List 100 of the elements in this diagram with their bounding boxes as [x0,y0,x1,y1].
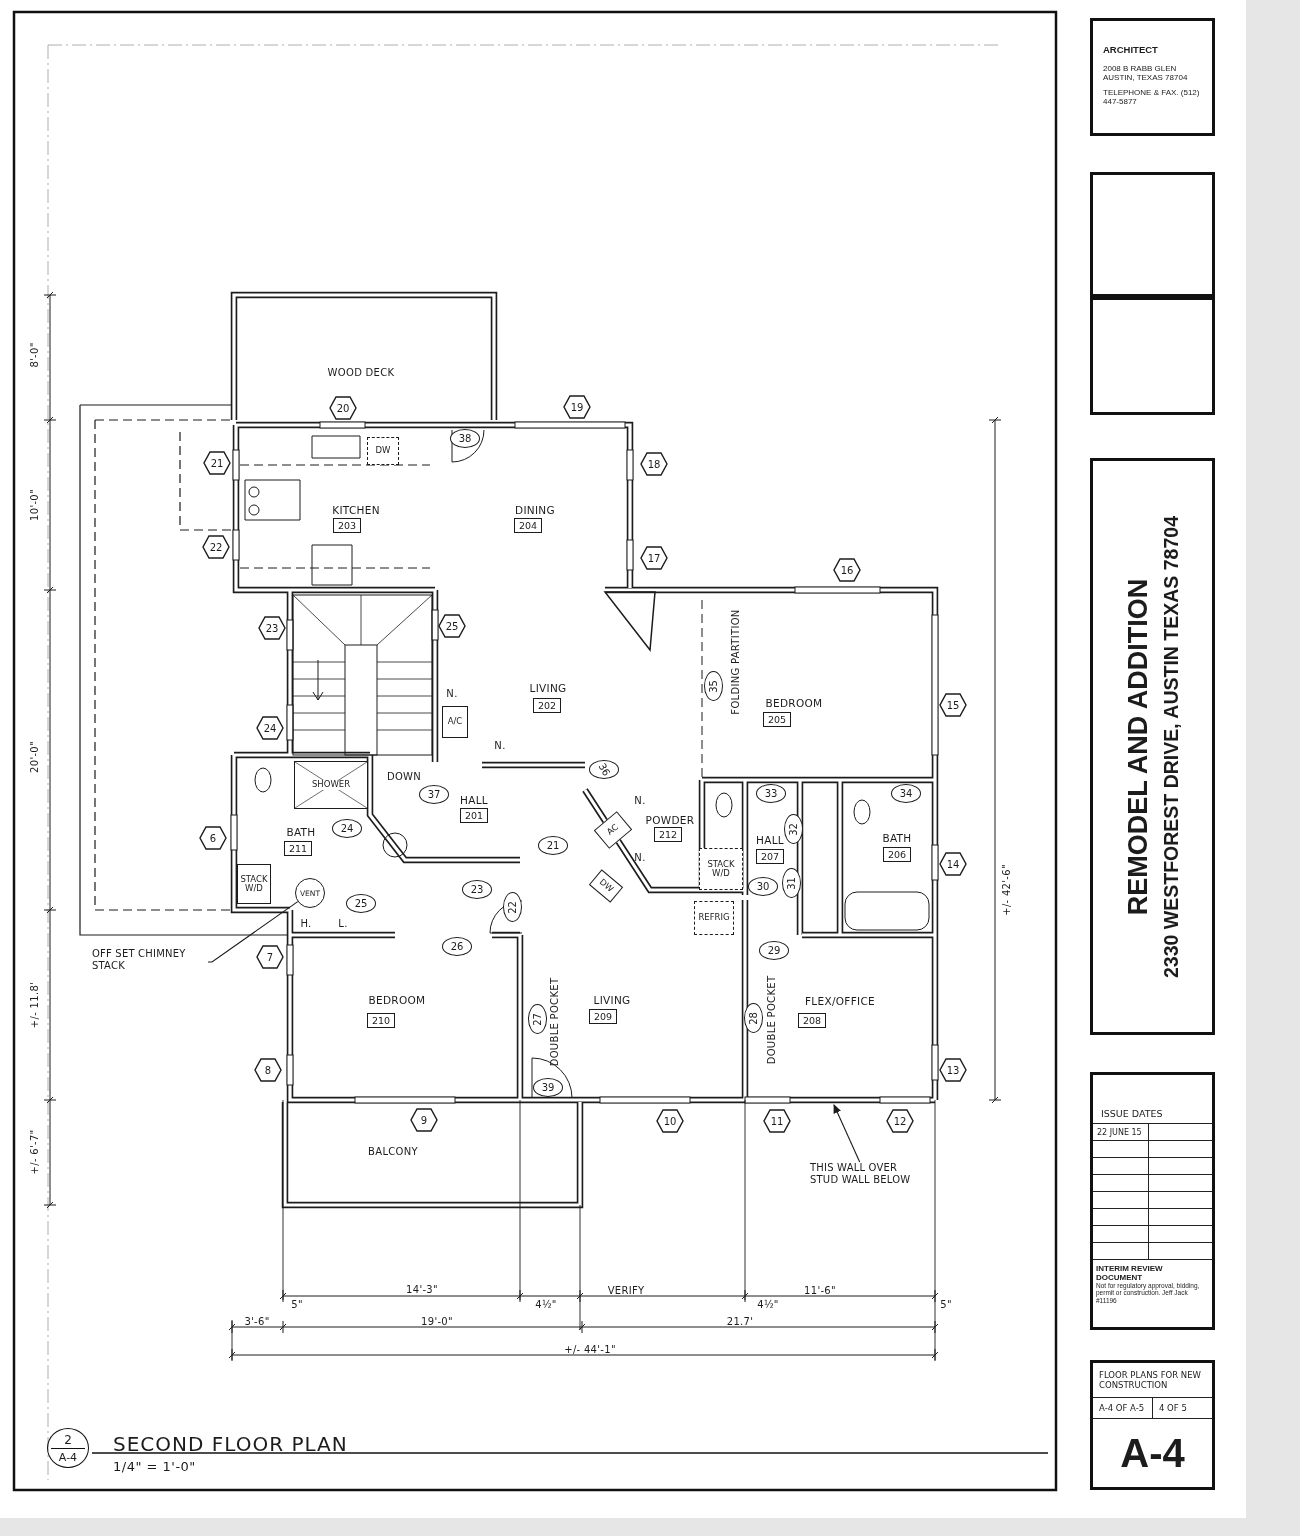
room-number: 206 [883,846,911,862]
room-name: LIVING [593,994,631,1006]
window-tag: 9 [410,1108,438,1132]
dimension-text: 10'-0" [28,489,40,521]
project-address: 2330 WESTFOREST DRIVE, AUSTIN TEXAS 78704 [1159,515,1183,978]
closet-label: H. [300,917,312,929]
stair-label: DOWN [386,770,422,782]
notice-heading: INTERIM REVIEW DOCUMENT [1096,1264,1164,1282]
architect-title-block [1090,18,1215,136]
room-number: 208 [798,1012,826,1028]
dimension-text: 20'-0" [28,741,40,773]
window-tag: 18 [640,452,668,476]
firm-title: ARCHITECT [1103,45,1159,56]
room-number: 203 [333,517,361,533]
closet-label: N. [634,851,646,863]
dimension-text: +/- 11.8' [28,981,40,1029]
door-tag: 38 [450,428,480,448]
address-text: 2008 B RABB GLEN AUSTIN, TEXAS 78704 [1103,63,1189,83]
air-conditioner-box: AC [593,811,633,849]
closet-label: N. [634,794,646,806]
window-tag: 25 [438,614,466,638]
window-tag: 22 [202,535,230,559]
door-tag: 33 [756,783,786,803]
closet-label: N. [494,739,506,751]
window-tag: 19 [563,395,591,419]
window-tag: 6 [199,826,227,850]
blank-panel [1090,172,1215,297]
area-name: BALCONY [368,1145,418,1157]
window-tag: 12 [886,1109,914,1133]
note-text: OFF SET CHIMNEY STACK [92,948,208,976]
window-tag: 16 [833,558,861,582]
dishwasher-box: DW [588,869,624,903]
dimension-text: 5" [940,1298,952,1310]
room-name: POWDER [645,814,695,826]
dimension-text: 5" [291,1298,303,1310]
washer-dryer-box: STACK W/D [699,848,743,890]
sheet-number: A-4 [1119,1429,1186,1477]
door-tag: 37 [419,784,449,804]
door-type-label: DOUBLE POCKET [765,975,777,1065]
dimension-text: 21.7' [726,1315,754,1327]
room-name: KITCHEN [332,504,380,516]
dimension-text: 14'-3" [406,1283,438,1295]
room-number: 210 [367,1012,395,1028]
room-number: 205 [763,711,791,727]
issue-date: 22 JUNE 15 [1093,1124,1149,1141]
partition-label: FOLDING PARTITION [729,609,741,715]
drawing-title: SECOND FLOOR PLAN [113,1432,348,1456]
window-tag: 7 [256,945,284,969]
door-tag: 27 [527,1004,547,1034]
room-name: LIVING [529,682,567,694]
window-tag: 15 [939,693,967,717]
window-tag: 21 [203,451,231,475]
dimension-text: 4½" [535,1298,557,1310]
dimension-text: 4½" [757,1298,779,1310]
sheet-count: 4 OF 5 [1158,1402,1188,1415]
room-name: BEDROOM [765,697,823,709]
door-tag: 25 [346,893,376,913]
dimension-text: 8'-0" [28,342,40,368]
room-number: 209 [589,1008,617,1024]
room-name: BATH [882,832,912,844]
room-name: BEDROOM [368,994,426,1006]
door-tag: 29 [759,940,789,960]
room-number: 201 [460,807,488,823]
door-type-label: DOUBLE POCKET [548,977,560,1067]
window-tag: 14 [939,852,967,876]
window-tag: 11 [763,1109,791,1133]
door-tag: 24 [332,818,362,838]
room-number: 204 [514,517,542,533]
window-tag: 17 [640,546,668,570]
note-text: THIS WALL OVER STUD WALL BELOW [810,1162,922,1190]
project-title-block [1090,458,1215,1035]
window-tag: 13 [939,1058,967,1082]
room-name: HALL [460,794,488,806]
door-tag: 26 [442,936,472,956]
room-name: HALL [756,834,784,846]
dimension-text: 11'-6" [804,1284,836,1296]
room-name: FLEX/OFFICE [805,995,875,1007]
window-tag: 8 [254,1058,282,1082]
dimension-text: +/- 44'-1" [564,1343,616,1355]
shower-stall: SHOWER [294,761,368,809]
window-tag: 23 [258,616,286,640]
dimension-text: +/- 6'-7" [28,1129,40,1175]
room-number: 211 [284,840,312,856]
refrigerator-box: REFRIG [694,901,734,935]
issue-dates-block [1090,1072,1215,1330]
leader-line [207,901,299,963]
leader-line [833,1104,861,1163]
dishwasher-box: DW [367,437,399,465]
blank-panel [1090,297,1215,415]
scale-text: 1/4" = 1'-0" [113,1459,196,1474]
washer-dryer-box: STACK W/D [237,864,271,904]
room-number: 202 [533,697,561,713]
door-tag: 23 [462,879,492,899]
closet-label: L. [338,917,348,929]
window-tag: 24 [256,716,284,740]
door-tag: 35 [703,671,723,701]
door-tag: 30 [748,876,778,896]
door-tag: 39 [533,1077,563,1097]
door-tag: 21 [538,835,568,855]
section-heading: ISSUE DATES [1101,1108,1164,1119]
